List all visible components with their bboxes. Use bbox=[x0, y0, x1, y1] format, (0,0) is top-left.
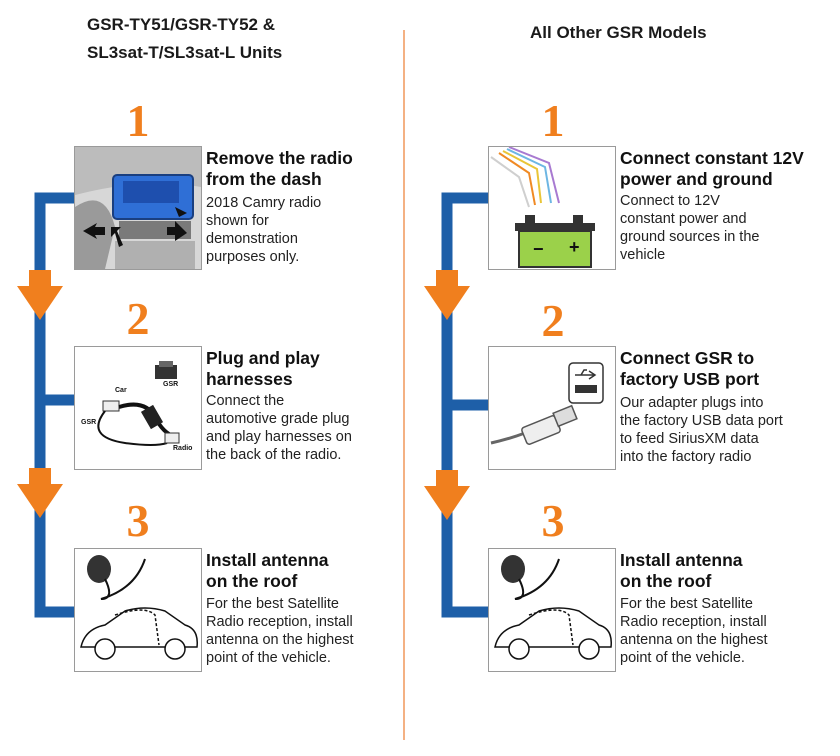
step-title-line1: Connect GSR to bbox=[620, 348, 755, 368]
step-title-line1: Plug and play bbox=[206, 348, 320, 368]
desc-line: constant power and bbox=[620, 211, 747, 227]
desc-line: demonstration bbox=[206, 231, 298, 247]
plus-label: + bbox=[569, 237, 580, 257]
desc-line: Connect the bbox=[206, 393, 285, 409]
desc-line: Connect to 12V bbox=[620, 193, 720, 209]
desc-line: vehicle bbox=[620, 247, 666, 263]
desc-line: automotive grade plug bbox=[206, 411, 350, 427]
desc-line: the factory USB data port bbox=[620, 413, 783, 429]
right-column-title: All Other GSR Models bbox=[530, 23, 707, 42]
desc-line: For the best Satellite bbox=[206, 596, 339, 612]
desc-line: into the factory radio bbox=[620, 449, 752, 465]
down-arrow-icon bbox=[424, 270, 470, 320]
antenna-car-image bbox=[488, 548, 616, 672]
desc-line: shown for bbox=[206, 213, 269, 229]
step-title: Plug and play harnesses bbox=[206, 348, 320, 390]
image-label: Car bbox=[115, 387, 127, 394]
step-title-line2: harnesses bbox=[206, 369, 293, 389]
step-description: For the best Satellite Radio reception, … bbox=[206, 595, 354, 667]
step-description: Connect the automotive grade plug and pl… bbox=[206, 392, 352, 464]
step-title: Remove the radio from the dash bbox=[206, 148, 353, 190]
step-description: For the best Satellite Radio reception, … bbox=[620, 595, 768, 667]
step-title-line2: factory USB port bbox=[620, 369, 760, 389]
step-number: 1 bbox=[126, 95, 150, 146]
image-label: Radio bbox=[173, 445, 193, 452]
desc-line: point of the vehicle. bbox=[620, 650, 745, 666]
down-arrow-icon bbox=[17, 270, 63, 320]
step-description: Connect to 12V constant power and ground… bbox=[620, 192, 759, 264]
desc-line: the back of the radio. bbox=[206, 447, 342, 463]
antenna-car-image bbox=[74, 548, 202, 672]
step-number: 1 bbox=[541, 95, 565, 146]
step-title: Connect GSR to factory USB port bbox=[620, 348, 759, 390]
step-number: 2 bbox=[126, 293, 150, 344]
desc-line: Radio reception, install bbox=[620, 614, 767, 630]
minus-label: − bbox=[533, 239, 544, 259]
down-arrow-icon bbox=[424, 470, 470, 520]
step-title-line2: on the roof bbox=[206, 571, 298, 591]
desc-line: purposes only. bbox=[206, 249, 300, 265]
desc-line: point of the vehicle. bbox=[206, 650, 331, 666]
left-title-line1: GSR-TY51/GSR-TY52 & bbox=[87, 15, 275, 34]
down-arrow-icon bbox=[17, 468, 63, 518]
desc-line: to feed SiriusXM data bbox=[620, 431, 759, 447]
desc-line: 2018 Camry radio bbox=[206, 195, 322, 211]
step-title: Connect constant 12V power and ground bbox=[620, 148, 804, 190]
battery-image: − + bbox=[488, 146, 616, 270]
desc-line: Our adapter plugs into bbox=[620, 395, 764, 411]
step-title-line2: on the roof bbox=[620, 571, 712, 591]
left-column-title: GSR-TY51/GSR-TY52 & SL3sat-T/SL3sat-L Un… bbox=[87, 14, 282, 64]
step-title-line1: Connect constant 12V bbox=[620, 148, 804, 168]
image-label: GSR bbox=[163, 381, 179, 388]
step-description: 2018 Camry radio shown for demonstration… bbox=[206, 194, 321, 266]
desc-line: Radio reception, install bbox=[206, 614, 353, 630]
harness-image: GSR Car GSR Radio bbox=[74, 346, 202, 470]
step-title-line1: Remove the radio bbox=[206, 148, 353, 168]
usb-image bbox=[488, 346, 616, 470]
step-number: 3 bbox=[541, 495, 565, 546]
left-title-line2: SL3sat-T/SL3sat-L Units bbox=[87, 43, 283, 62]
step-title-line1: Install antenna bbox=[206, 550, 329, 570]
desc-line: antenna on the highest bbox=[206, 632, 354, 648]
desc-line: ground sources in the bbox=[620, 229, 760, 245]
desc-line: For the best Satellite bbox=[620, 596, 753, 612]
step-title: Install antenna on the roof bbox=[620, 550, 743, 592]
step-title-line2: from the dash bbox=[206, 169, 322, 189]
step-number: 2 bbox=[541, 295, 565, 346]
radio-dash-image bbox=[74, 146, 202, 270]
column-divider bbox=[403, 30, 405, 740]
step-number: 3 bbox=[126, 495, 150, 546]
step-title-line2: power and ground bbox=[620, 169, 773, 189]
desc-line: antenna on the highest bbox=[620, 632, 768, 648]
step-description: Our adapter plugs into the factory USB d… bbox=[620, 394, 783, 466]
step-title: Install antenna on the roof bbox=[206, 550, 329, 592]
image-label: GSR bbox=[81, 419, 97, 426]
step-title-line1: Install antenna bbox=[620, 550, 743, 570]
desc-line: and play harnesses on bbox=[206, 429, 352, 445]
